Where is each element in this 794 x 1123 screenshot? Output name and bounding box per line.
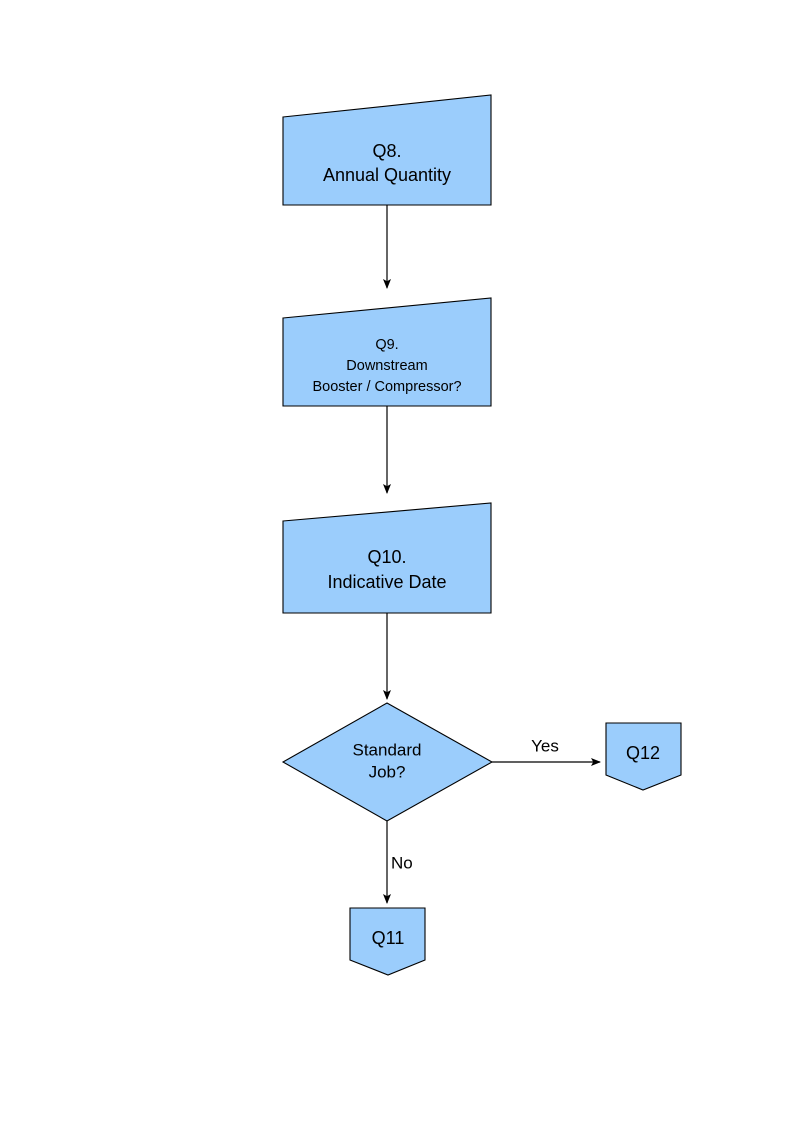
node-q10[interactable]: Q10. Indicative Date xyxy=(282,502,492,614)
q8-shape xyxy=(282,94,492,206)
node-q8[interactable]: Q8. Annual Quantity xyxy=(282,94,492,206)
q10-label-line2: Indicative Date xyxy=(327,572,446,592)
q9-label-line2: Downstream xyxy=(346,358,427,374)
q9-label-line3: Booster / Compressor? xyxy=(312,379,461,395)
node-q9[interactable]: Q9. Downstream Booster / Compressor? xyxy=(282,297,492,407)
node-q11[interactable]: Q11 xyxy=(349,907,426,976)
edge-label-yes: Yes xyxy=(531,736,559,755)
node-q12[interactable]: Q12 xyxy=(605,722,682,791)
q8-label-line1: Q8. xyxy=(372,141,401,161)
node-decision-standard-job[interactable]: Standard Job? xyxy=(281,702,494,822)
q8-label-line2: Annual Quantity xyxy=(323,165,451,185)
edge-label-no: No xyxy=(391,853,413,872)
q9-shape xyxy=(282,297,492,407)
q10-shape xyxy=(282,502,492,614)
edge-decision-to-q11: No xyxy=(383,821,413,904)
q12-shape xyxy=(605,722,682,791)
decision-label-line2: Job? xyxy=(369,762,406,781)
q12-label: Q12 xyxy=(626,743,660,763)
q11-label: Q11 xyxy=(372,928,405,948)
q11-shape xyxy=(349,907,426,976)
q9-label-line1: Q9. xyxy=(375,337,398,353)
edge-decision-to-q12: Yes xyxy=(492,736,601,766)
decision-label-line1: Standard xyxy=(353,740,422,759)
q10-label-line1: Q10. xyxy=(367,547,406,567)
